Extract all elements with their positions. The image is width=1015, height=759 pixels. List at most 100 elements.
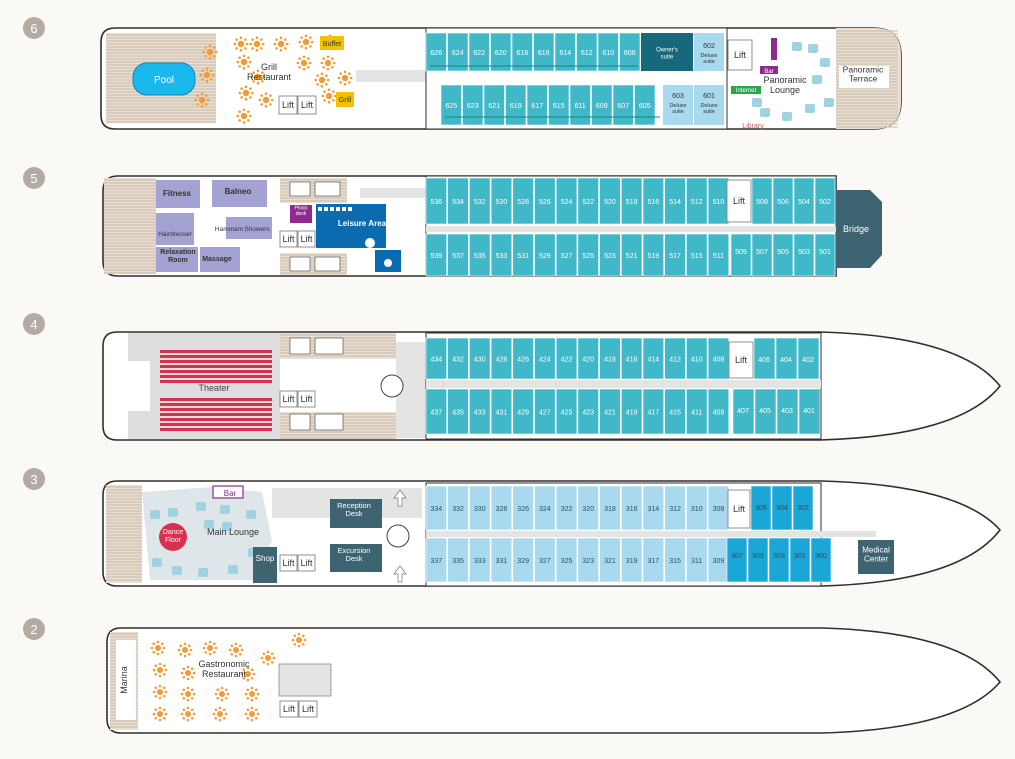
- chair: [187, 644, 191, 648]
- cabin-number: 429: [517, 410, 529, 417]
- cabin: [612, 84, 634, 126]
- label-line: 415: [669, 410, 681, 417]
- chair: [244, 712, 248, 716]
- cabin: [505, 84, 527, 126]
- chair: [187, 652, 191, 656]
- cabin-number: 325: [561, 558, 573, 565]
- cabin-number: 314: [648, 506, 660, 513]
- lounge-seat: [760, 108, 770, 117]
- chair: [158, 674, 162, 678]
- chair: [293, 642, 297, 646]
- cabin-number: 329: [517, 558, 529, 565]
- dance-floor: [159, 523, 187, 551]
- lift-box: [726, 179, 752, 223]
- cabin: [462, 84, 484, 126]
- medical-center: [858, 540, 894, 574]
- chair: [210, 78, 213, 81]
- chair: [249, 96, 252, 99]
- chair: [279, 36, 283, 40]
- label-line: 312: [669, 506, 681, 513]
- chair: [270, 98, 274, 102]
- label-line: 335: [452, 558, 464, 565]
- chair: [238, 56, 241, 59]
- chair: [260, 103, 263, 106]
- cabin: [447, 485, 469, 531]
- chair: [291, 638, 295, 642]
- cabin: [447, 177, 469, 225]
- label-line: 535: [474, 253, 486, 260]
- chair: [250, 668, 254, 672]
- chair: [158, 706, 162, 710]
- table: [185, 670, 191, 676]
- cabin: [469, 337, 491, 380]
- cabin-number: 506: [777, 199, 789, 206]
- label-line: 328: [496, 506, 508, 513]
- table: [249, 691, 255, 697]
- cabin: [555, 177, 578, 225]
- cabin-number: 335: [452, 558, 464, 565]
- cabin: [425, 485, 448, 531]
- chair: [162, 664, 166, 668]
- cabin-number: 531: [517, 253, 529, 260]
- chair: [320, 61, 324, 65]
- cabin: [751, 233, 773, 277]
- cabin: [533, 32, 555, 72]
- cabin: [686, 337, 708, 380]
- label-line: 525: [582, 253, 594, 260]
- table: [253, 40, 261, 48]
- cabin: [620, 537, 643, 583]
- label-line: Deluxe: [700, 103, 717, 109]
- showers: [244, 217, 272, 239]
- chair: [284, 47, 287, 50]
- label-line: 405: [759, 408, 771, 415]
- table: [157, 711, 163, 717]
- chair: [162, 694, 166, 698]
- label-line: Owner's: [656, 48, 678, 54]
- chair: [235, 47, 238, 50]
- lounger: [289, 181, 311, 197]
- chair: [309, 36, 312, 39]
- chair: [230, 652, 234, 656]
- label-line: 614: [559, 50, 571, 57]
- lounge-seat: [198, 568, 208, 577]
- label-line: 325: [561, 558, 573, 565]
- label-line: Main Lounge: [207, 527, 259, 537]
- label: Showers: [244, 226, 270, 233]
- cabin: [789, 537, 811, 583]
- cabin: [797, 337, 820, 380]
- cabin: [469, 233, 491, 277]
- cabin: [577, 537, 599, 583]
- label-line: 305: [752, 553, 764, 560]
- pool: [132, 62, 196, 96]
- table: [296, 637, 302, 643]
- cabin: [555, 233, 578, 277]
- label-line: 408: [713, 357, 725, 364]
- chair: [326, 55, 330, 59]
- chair: [214, 646, 218, 650]
- chair: [261, 80, 264, 83]
- label-line: 434: [431, 357, 443, 364]
- label-line: 528: [517, 199, 529, 206]
- label-line: 315: [669, 558, 681, 565]
- label-line: 504: [798, 199, 810, 206]
- chair: [240, 96, 243, 99]
- chair: [186, 698, 190, 702]
- chair: [297, 632, 301, 636]
- owners-suite: [641, 33, 693, 71]
- chair: [234, 642, 238, 646]
- chair: [348, 72, 351, 75]
- chair: [332, 99, 335, 102]
- chair: [154, 694, 158, 698]
- label-line: 329: [517, 558, 529, 565]
- label-line: Medical: [862, 546, 890, 555]
- chair: [332, 61, 336, 65]
- chair: [226, 692, 230, 696]
- label-line: 322: [561, 506, 573, 513]
- chair: [244, 38, 247, 41]
- chair: [320, 72, 324, 76]
- chair: [204, 642, 208, 646]
- label-line: Lift: [735, 355, 748, 365]
- chair: [298, 40, 302, 44]
